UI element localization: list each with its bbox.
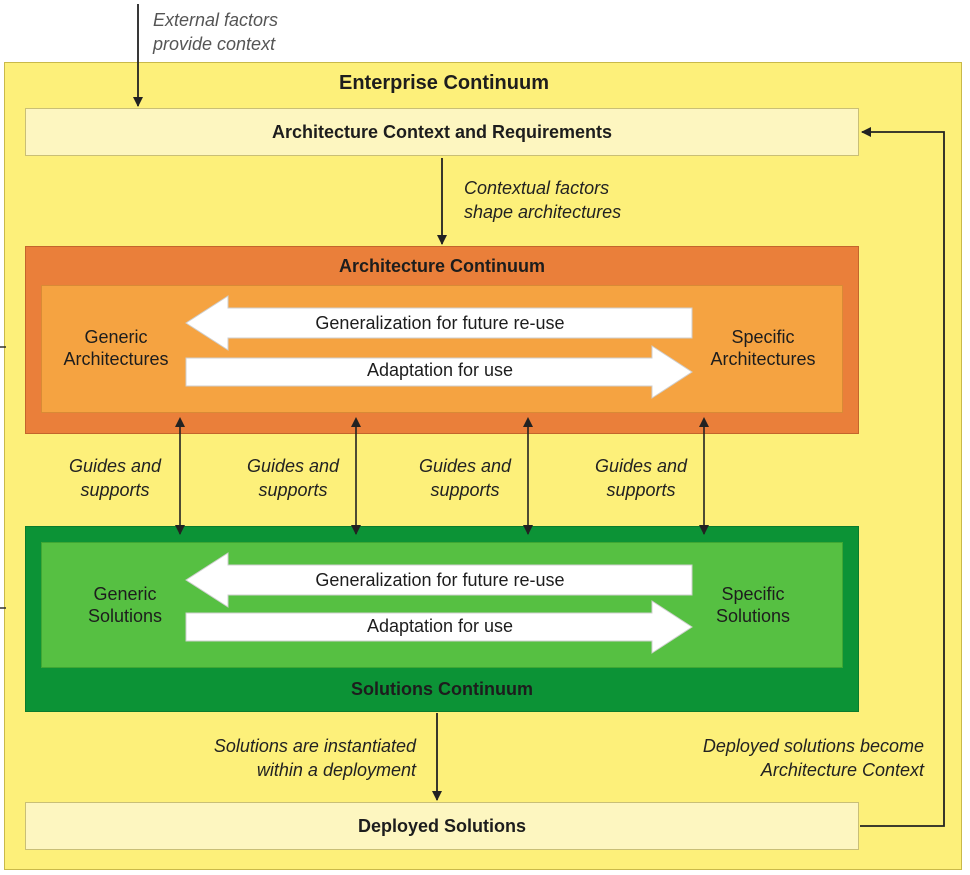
solutions-inner-box	[41, 542, 843, 668]
instantiated-note-line-2: within a deployment	[256, 760, 416, 780]
specific-solutions-label: Specific Solutions	[690, 583, 816, 627]
guides-note-2-line-1: Guides and	[246, 456, 340, 476]
arch-generalization-label: Generalization for future re-use	[315, 313, 565, 333]
generic-solutions-line-1: Generic	[93, 584, 157, 604]
guides-note-1-line-1: Guides and	[68, 456, 162, 476]
arch-adaptation-label: Adaptation for use	[366, 360, 514, 380]
deployed-solutions-label: Deployed Solutions	[357, 815, 526, 836]
enterprise-continuum-title: Enterprise Continuum	[338, 72, 549, 94]
guides-note-1: Guides and supports	[50, 454, 180, 502]
architecture-continuum-title: Architecture Continuum	[338, 256, 545, 276]
sol-adaptation-label: Adaptation for use	[366, 616, 514, 636]
feedback-loop-arrow	[860, 127, 945, 827]
external-factors-note: External factors provide context	[153, 8, 278, 56]
generic-solutions-label: Generic Solutions	[55, 583, 195, 627]
generic-architectures-label: Generic Architectures	[45, 326, 187, 370]
arch-adaptation-arrow	[185, 345, 693, 399]
deployed-note: Deployed solutions become Architecture C…	[650, 734, 924, 782]
architecture-context-label: Architecture Context and Requirements	[271, 121, 613, 142]
guides-note-1-line-2: supports	[80, 480, 150, 500]
deployed-note-line-2: Architecture Context	[760, 760, 924, 780]
contextual-factors-note: Contextual factors shape architectures	[464, 176, 621, 224]
guides-note-3-line-1: Guides and	[418, 456, 512, 476]
guides-note-3: Guides and supports	[400, 454, 530, 502]
guides-note-3-line-2: supports	[430, 480, 500, 500]
enterprise-continuum-box	[4, 62, 962, 870]
generic-architectures-line-1: Generic	[84, 327, 148, 347]
specific-solutions-line-2: Solutions	[715, 606, 791, 626]
external-note-line-2: provide context	[153, 34, 276, 54]
guides-note-4: Guides and supports	[576, 454, 706, 502]
specific-architectures-label: Specific Architectures	[696, 326, 830, 370]
architecture-context-bar: Architecture Context and Requirements	[25, 108, 859, 156]
guides-note-2: Guides and supports	[228, 454, 358, 502]
guides-note-4-line-1: Guides and	[594, 456, 688, 476]
sol-generalization-arrow	[185, 552, 693, 608]
generic-solutions-line-2: Solutions	[87, 606, 163, 626]
arch-generalization-arrow	[185, 295, 693, 351]
contextual-note-line-2: shape architectures	[464, 202, 622, 222]
generic-architectures-line-2: Architectures	[63, 349, 169, 369]
specific-architectures-line-2: Architectures	[710, 349, 816, 369]
architecture-inner-box	[41, 285, 843, 413]
guides-note-2-line-2: supports	[258, 480, 328, 500]
instantiated-note: Solutions are instantiated within a depl…	[170, 734, 416, 782]
specific-architectures-line-1: Specific	[731, 327, 795, 347]
solutions-continuum-title: Solutions Continuum	[351, 679, 533, 699]
deployed-note-line-1: Deployed solutions become	[702, 736, 924, 756]
contextual-note-line-1: Contextual factors	[464, 178, 610, 198]
instantiated-note-line-1: Solutions are instantiated	[213, 736, 416, 756]
guides-note-4-line-2: supports	[606, 480, 676, 500]
specific-solutions-line-1: Specific	[721, 584, 785, 604]
sol-generalization-label: Generalization for future re-use	[315, 570, 565, 590]
deployed-solutions-bar: Deployed Solutions	[25, 802, 859, 850]
sol-adaptation-arrow	[185, 600, 693, 654]
external-note-line-1: External factors	[153, 10, 279, 30]
